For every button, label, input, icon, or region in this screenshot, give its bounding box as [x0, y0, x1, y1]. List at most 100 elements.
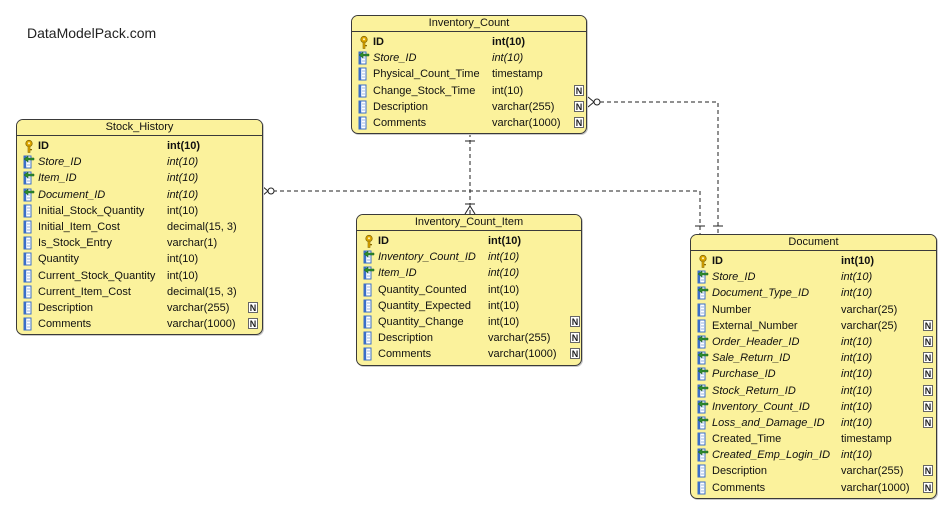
- column-name: Description: [373, 100, 429, 113]
- nullable-icon: N: [923, 481, 933, 493]
- nullable-icon: N: [923, 368, 933, 380]
- foreign-key-icon: [23, 171, 35, 185]
- foreign-key-icon: [697, 416, 709, 430]
- column-name: Change_Stock_Time: [373, 84, 476, 97]
- table-title: Inventory_Count: [352, 16, 586, 32]
- column-icon: [363, 331, 372, 345]
- column-row[interactable]: Quantity_Expected int(10): [357, 298, 581, 314]
- table-title: Document: [691, 235, 936, 251]
- column-type: int(10): [841, 384, 873, 397]
- column-name: Inventory_Count_ID: [378, 251, 476, 264]
- foreign-key-icon: [23, 155, 35, 169]
- rel-document-to-stock-history: [261, 185, 705, 234]
- nullable-icon: N: [923, 416, 933, 428]
- nullable-icon: N: [574, 84, 584, 96]
- column-name: Sale_Return_ID: [712, 352, 791, 365]
- column-name: Quantity_Expected: [378, 299, 471, 312]
- column-name: Description: [38, 301, 94, 314]
- column-type: timestamp: [492, 68, 543, 81]
- foreign-key-icon: [697, 384, 709, 397]
- column-row[interactable]: Quantity_Counted int(10): [357, 282, 581, 298]
- foreign-key-icon: [697, 351, 709, 365]
- column-type: int(10): [841, 368, 873, 381]
- column-icon: [23, 252, 32, 266]
- nullable-icon: N: [574, 100, 584, 112]
- key-icon: [25, 139, 33, 153]
- column-type: int(10): [492, 52, 524, 65]
- foreign-key-icon: [697, 400, 709, 414]
- rel-inventory-count-to-item: [464, 133, 476, 215]
- column-type: varchar(1000): [167, 318, 236, 331]
- nullable-icon: N: [570, 348, 580, 360]
- nullable-icon: N: [923, 352, 933, 364]
- column-type: timestamp: [841, 433, 892, 446]
- column-name: External_Number: [712, 319, 798, 332]
- foreign-key-icon: [358, 51, 370, 65]
- column-type: int(10): [488, 283, 520, 296]
- column-row[interactable]: Stock_Return_ID int(10) N: [691, 383, 936, 399]
- column-type: int(10): [167, 204, 199, 217]
- column-type: int(10): [488, 299, 520, 312]
- column-type: int(10): [841, 416, 873, 429]
- column-name: Stock_Return_ID: [712, 384, 796, 397]
- column-name: Quantity_Counted: [378, 283, 467, 296]
- column-type: int(10): [841, 335, 873, 348]
- column-type: varchar(255): [488, 332, 551, 345]
- nullable-icon: N: [923, 384, 933, 396]
- column-icon: [358, 116, 367, 130]
- column-type: int(10): [488, 267, 520, 280]
- nullable-icon: N: [248, 301, 258, 313]
- column-type: int(10): [841, 287, 873, 300]
- table-title: Stock_History: [17, 120, 262, 136]
- column-icon: [697, 481, 706, 495]
- column-icon: [23, 236, 32, 250]
- column-icon: [363, 347, 372, 361]
- column-name: Description: [712, 465, 768, 478]
